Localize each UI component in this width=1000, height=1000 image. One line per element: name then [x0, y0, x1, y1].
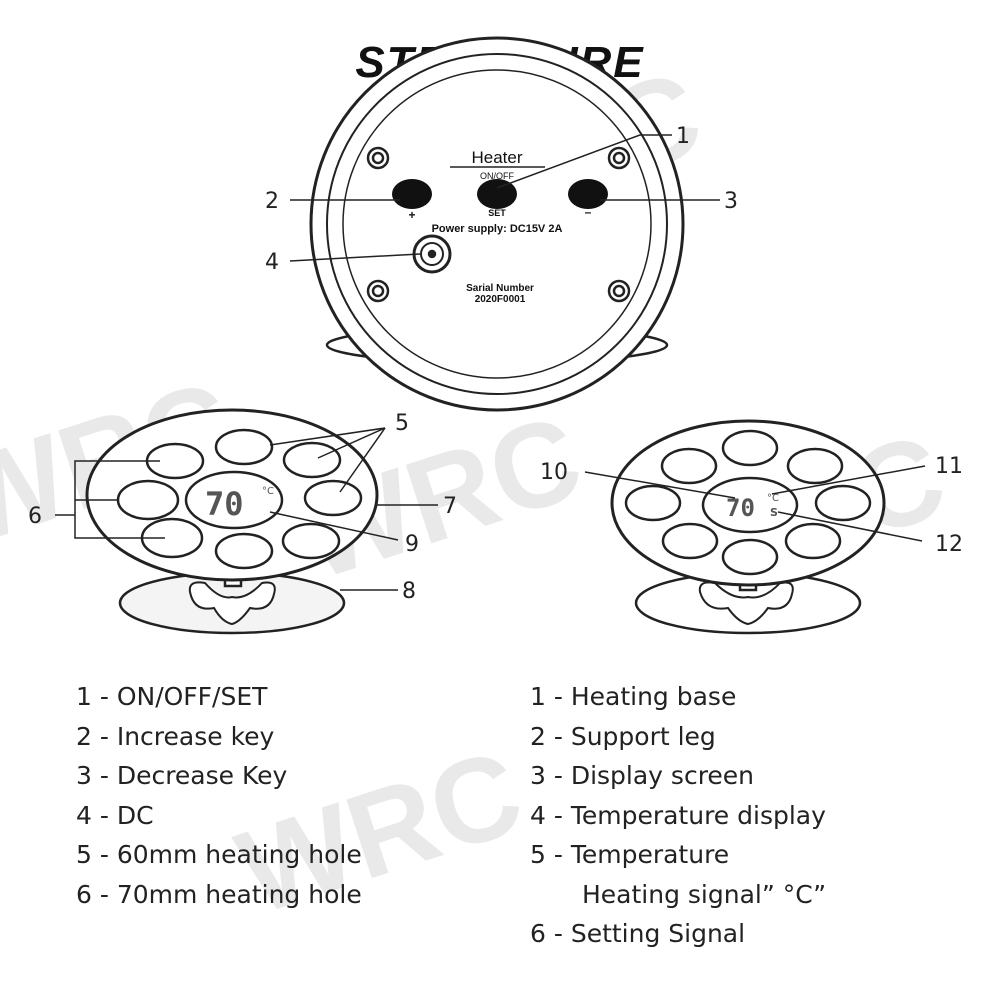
callout-2: 2 [265, 189, 279, 214]
callout-8: 8 [402, 579, 416, 604]
right-setting-signal: S [770, 506, 778, 519]
right-hole [784, 522, 842, 560]
right-hole [721, 538, 779, 576]
right-display-screen [701, 476, 799, 534]
hole-60mm [214, 532, 274, 570]
right-callout-numbers: 10 11 12 [540, 454, 963, 557]
hole-60mm [214, 428, 274, 466]
right-hole [660, 447, 718, 485]
callout-10: 10 [540, 460, 568, 485]
top-outer-disc [309, 36, 685, 412]
legend-item: 5 - Temperature [530, 840, 730, 869]
legend-item: 1 - ON/OFF/SET [76, 682, 268, 711]
callout-3: 3 [724, 189, 738, 214]
on-off-label: ON/OFF [480, 171, 514, 181]
top-callout-lines [289, 134, 720, 262]
right-base-handle [698, 581, 794, 626]
legend-right: 1 - Heating base 2 - Support leg 3 - Dis… [530, 677, 990, 954]
callout-9: 9 [405, 532, 419, 557]
right-hole [721, 429, 779, 467]
legend-item: 4 - DC [76, 800, 154, 830]
right-callout-lines [584, 465, 926, 542]
increase-button [392, 179, 432, 209]
legend-item: 6 - 70mm heating hole [76, 879, 362, 909]
heater-front-view [309, 36, 685, 412]
screw [366, 279, 390, 303]
decrease-button [568, 179, 608, 209]
callout-4: 4 [265, 250, 279, 275]
screw [607, 146, 631, 170]
left-callout-numbers: 5 6 7 8 9 [28, 411, 457, 604]
callout-5: 5 [395, 411, 409, 436]
top-callout-numbers: 1 2 3 4 [265, 124, 738, 275]
left-temperature-unit: °C [262, 486, 274, 497]
legend-item-continuation: Heating signal” °C” [582, 879, 827, 909]
right-hole [814, 484, 872, 522]
right-hole [661, 522, 719, 560]
callout-6: 6 [28, 504, 42, 529]
right-temperature-reading: 70 [726, 494, 755, 522]
screw [366, 146, 390, 170]
hole-70mm [116, 479, 180, 521]
right-temperature-unit: °C [767, 493, 779, 504]
minus-label: – [585, 205, 592, 219]
heater-right-view [610, 419, 886, 635]
hole-60mm [281, 522, 341, 560]
panel-title: Heater [471, 148, 522, 167]
set-label: SET [488, 208, 506, 218]
legend-item: 4 - Temperature display [530, 800, 826, 830]
plus-label: + [408, 208, 415, 222]
left-base-handle [188, 581, 276, 626]
left-callout-lines [55, 427, 438, 591]
serial-label: Sarial Number [466, 283, 534, 294]
top-panel [342, 69, 652, 379]
legend-item: 3 - Display screen [530, 761, 755, 790]
legend-item: 1 - Heating base [530, 682, 737, 711]
legend-item: 3 - Decrease Key [76, 761, 288, 790]
hole-60mm [303, 479, 363, 517]
on-off-set-button [477, 179, 517, 209]
left-display-screen [184, 470, 284, 530]
hole-60mm [282, 441, 342, 479]
right-hole [786, 447, 844, 485]
callout-11: 11 [935, 454, 963, 479]
top-inner-ring [326, 53, 668, 395]
callout-12: 12 [935, 532, 963, 557]
serial-value: 2020F0001 [475, 294, 526, 305]
left-temperature-reading: 70 [205, 485, 244, 523]
screw [607, 279, 631, 303]
legend-item: 6 - Setting Signal [530, 919, 746, 948]
callout-7: 7 [443, 494, 457, 519]
callout-1: 1 [676, 124, 690, 149]
legend-item: 5 - 60mm heating hole [76, 840, 362, 869]
power-supply-text: Power supply: DC15V 2A [432, 223, 563, 235]
legend-item: 2 - Support leg [530, 721, 716, 751]
legend-item: 2 - Increase key [76, 721, 275, 751]
right-hole [624, 484, 682, 522]
legend-left: 1 - ON/OFF/SET 2 - Increase key 3 - Decr… [76, 677, 506, 914]
